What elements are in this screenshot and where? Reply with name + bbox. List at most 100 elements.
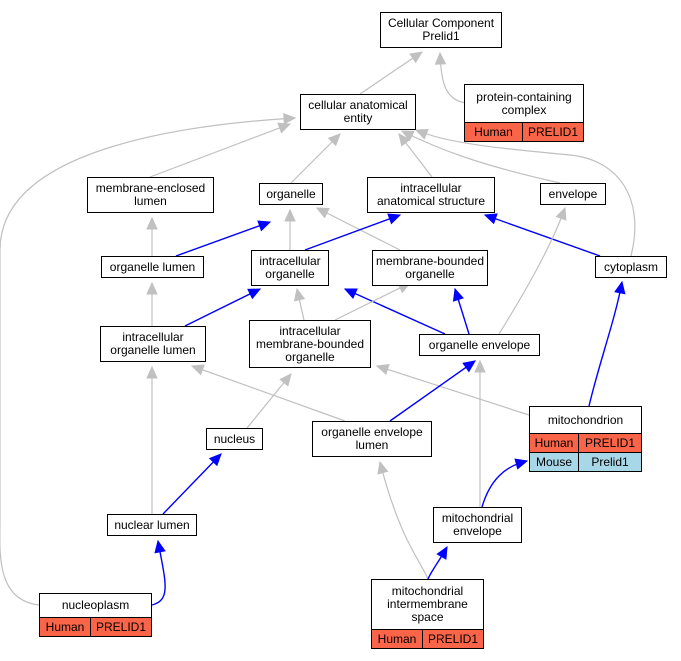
node-membrane-enclosed-lumen[interactable]: membrane-enclosed lumen — [87, 177, 214, 213]
edge-nucleus-to-intracellular-membrane-bounded-organelle — [246, 373, 292, 429]
node-label: membrane-bounded organelle — [375, 254, 485, 281]
edge-cytoplasm-to-cellular-anatomical-entity — [415, 129, 636, 257]
node-label: organelle envelope — [428, 337, 531, 352]
node-cellular-anatomical-entity[interactable]: cellular anatomical entity — [300, 94, 416, 130]
node-organelle-envelope[interactable]: organelle envelope — [419, 334, 540, 356]
annotation-row: Mouse Prelid1 — [530, 452, 641, 471]
node-organelle[interactable]: organelle — [259, 183, 323, 205]
node-intracellular-organelle[interactable]: intracellular organelle — [251, 250, 329, 286]
edge-organelle-envelope-to-intracellular-organelle — [344, 288, 446, 335]
arrowhead — [190, 364, 205, 376]
arrowhead — [555, 206, 567, 221]
node-label: intracellular organelle lumen — [110, 330, 196, 357]
edge-mitochondrial-intermembrane-space-to-organelle-envelope-lumen — [379, 461, 429, 580]
edge-nuclear-lumen-to-nucleus — [162, 453, 222, 515]
gene-cell: PRELID1 — [90, 618, 151, 636]
edge-intracellular-organelle-lumen-to-intracellular-organelle — [184, 288, 261, 327]
edge-membrane-enclosed-lumen-to-cellular-anatomical-entity — [149, 123, 291, 178]
arrowhead — [154, 539, 166, 554]
edge-organelle-to-cellular-anatomical-entity — [290, 133, 341, 184]
node-membrane-bounded-organelle[interactable]: membrane-bounded organelle — [372, 250, 488, 286]
arrowhead — [409, 51, 424, 64]
node-label: mitochondrial intermembrane space — [387, 584, 468, 624]
edge-membrane-bounded-organelle-to-organelle — [316, 207, 401, 251]
arrowhead — [483, 213, 498, 225]
node-mitochondrial-intermembrane-space[interactable]: mitochondrial intermembrane space Human … — [371, 579, 484, 649]
edge-mitochondrion-to-intracellular-membrane-bounded-organelle — [376, 365, 530, 416]
arrowhead — [387, 213, 402, 225]
arrowhead — [343, 288, 358, 299]
node-organelle-lumen[interactable]: organelle lumen — [101, 256, 204, 278]
node-label: nuclear lumen — [114, 517, 190, 532]
gene-cell: PRELID1 — [578, 434, 641, 452]
node-label: organelle lumen — [109, 259, 196, 274]
arrowhead — [208, 453, 222, 467]
arrowhead — [277, 122, 292, 134]
species-cell: Human — [465, 123, 522, 141]
edge-cellular-anatomical-entity-to-cellular-component-prelid1 — [359, 51, 423, 95]
annotation-row: Human PRELID1 — [40, 617, 151, 636]
edge-organelle-envelope-to-envelope — [498, 207, 566, 335]
node-protein-containing-complex[interactable]: protein-containing complex Human PRELID1 — [464, 84, 584, 142]
arrowhead — [247, 288, 262, 300]
node-label: organelle — [266, 186, 316, 201]
node-label: Cellular Component Prelid1 — [387, 16, 495, 43]
node-cytoplasm[interactable]: cytoplasm — [595, 256, 667, 278]
arrowhead — [257, 220, 272, 232]
arrowhead — [146, 365, 158, 379]
node-label: cellular anatomical entity — [308, 98, 408, 125]
arrowhead — [283, 112, 297, 125]
node-mitochondrion[interactable]: mitochondrion Human PRELID1 Mouse Prelid… — [529, 406, 642, 472]
node-intracellular-anatomical-structure[interactable]: intracellular anatomical structure — [367, 177, 495, 213]
arrowhead — [436, 545, 448, 560]
node-intracellular-membrane-bounded-organelle[interactable]: intracellular membrane-bounded organelle — [249, 320, 371, 368]
node-label: cytoplasm — [603, 259, 659, 274]
edge-cytoplasm-to-intracellular-anatomical-structure — [484, 214, 601, 257]
arrowhead — [327, 133, 341, 147]
node-label: membrane-enclosed lumen — [95, 181, 206, 208]
arrowhead — [614, 280, 626, 295]
edge-intracellular-organelle-to-intracellular-anatomical-structure — [304, 214, 401, 251]
node-mitochondrial-envelope[interactable]: mitochondrial envelope — [433, 507, 522, 543]
arrowhead — [377, 460, 389, 475]
arrowhead — [400, 130, 415, 142]
arrowhead — [414, 128, 429, 140]
arrowhead — [146, 281, 158, 295]
arrowhead — [315, 207, 330, 219]
species-cell: Mouse — [530, 453, 578, 471]
node-label: nucleoplasm — [61, 598, 130, 612]
edge-envelope-to-cellular-anatomical-entity — [401, 130, 561, 184]
node-label: mitochondrial envelope — [441, 511, 514, 538]
species-cell: Human — [40, 618, 90, 636]
node-cellular-component-prelid1[interactable]: Cellular Component Prelid1 — [380, 12, 502, 48]
gene-cell: PRELID1 — [522, 123, 583, 141]
species-cell: Human — [530, 434, 578, 452]
node-intracellular-organelle-lumen[interactable]: intracellular organelle lumen — [100, 326, 206, 362]
node-label: protein-containing complex — [476, 89, 572, 117]
edge-intracellular-membrane-bounded-organelle-to-membrane-bounded-organelle — [334, 282, 411, 321]
gene-cell: PRELID1 — [422, 630, 483, 648]
arrowhead — [474, 359, 486, 373]
node-envelope[interactable]: envelope — [540, 183, 606, 205]
node-label: intracellular membrane-bounded organelle — [255, 323, 365, 364]
node-label: nucleus — [213, 431, 256, 446]
species-cell: Human — [372, 630, 422, 648]
node-label: intracellular anatomical structure — [376, 181, 486, 208]
arrowhead — [398, 133, 411, 147]
node-organelle-envelope-lumen[interactable]: organelle envelope lumen — [312, 421, 432, 457]
edge-mitochondrion-to-cytoplasm — [588, 281, 623, 407]
node-label: organelle envelope lumen — [321, 425, 423, 452]
annotation-row: Human PRELID1 — [465, 122, 583, 141]
node-nuclear-lumen[interactable]: nuclear lumen — [107, 514, 197, 536]
node-nucleus[interactable]: nucleus — [206, 428, 263, 450]
arrowhead — [514, 458, 529, 470]
node-nucleoplasm[interactable]: nucleoplasm Human PRELID1 — [39, 593, 152, 637]
edge-mitochondrial-envelope-to-mitochondrion — [481, 460, 528, 508]
arrowhead — [462, 360, 476, 373]
arrowhead — [293, 287, 306, 302]
arrowhead — [434, 51, 447, 65]
arrowhead — [279, 373, 292, 387]
node-label: intracellular organelle — [259, 254, 321, 281]
gene-cell: Prelid1 — [578, 453, 641, 471]
